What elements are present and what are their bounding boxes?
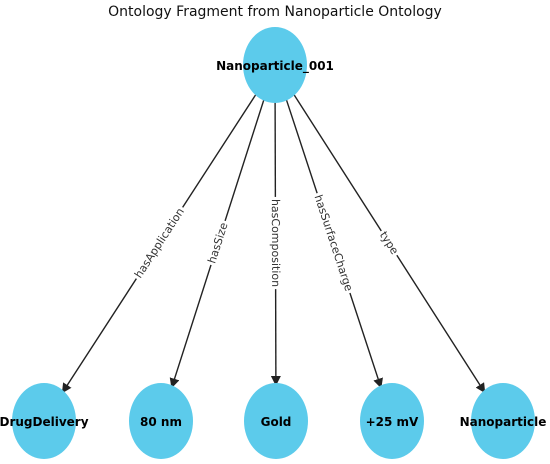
node-charge: +25 mV [360,383,424,459]
node-shape [129,383,193,459]
edge-label-background [130,203,189,283]
node-shape [12,383,76,459]
node-size: 80 nm [129,383,193,459]
edge-label-gold: hasComposition [267,196,284,290]
node-shape [243,27,307,103]
edge-label-size: hasSize [203,218,233,268]
edge-label-background [267,196,284,290]
node-root: Nanoparticle_001 [216,27,334,103]
edge-label-text: hasSurfaceCharge [312,193,356,293]
edge-label-background [203,218,233,268]
node-label: 80 nm [140,415,182,429]
edge-label-text: hasSize [205,221,230,265]
edge-label-background [374,226,404,260]
node-label: +25 mV [366,415,419,429]
edge-label-text: hasComposition [269,199,282,287]
node-label: Gold [261,415,292,429]
node-shape [471,383,535,459]
diagram-title: Ontology Fragment from Nanoparticle Onto… [108,4,442,20]
node-nanoparticle: Nanoparticle [460,383,547,459]
node-label: Nanoparticle_001 [216,59,334,74]
edge-label-nanoparticle: type [374,226,404,260]
edge-label-drugdelivery: hasApplication [130,203,189,283]
edge-label-text: hasApplication [132,206,187,281]
edge-label-background [310,190,358,296]
node-drugdelivery: DrugDelivery [0,383,89,459]
edge-label-charge: hasSurfaceCharge [310,190,358,296]
node-shape [360,383,424,459]
node-label: DrugDelivery [0,415,89,429]
node-gold: Gold [244,383,308,459]
node-label: Nanoparticle [460,415,547,429]
node-shape [244,383,308,459]
